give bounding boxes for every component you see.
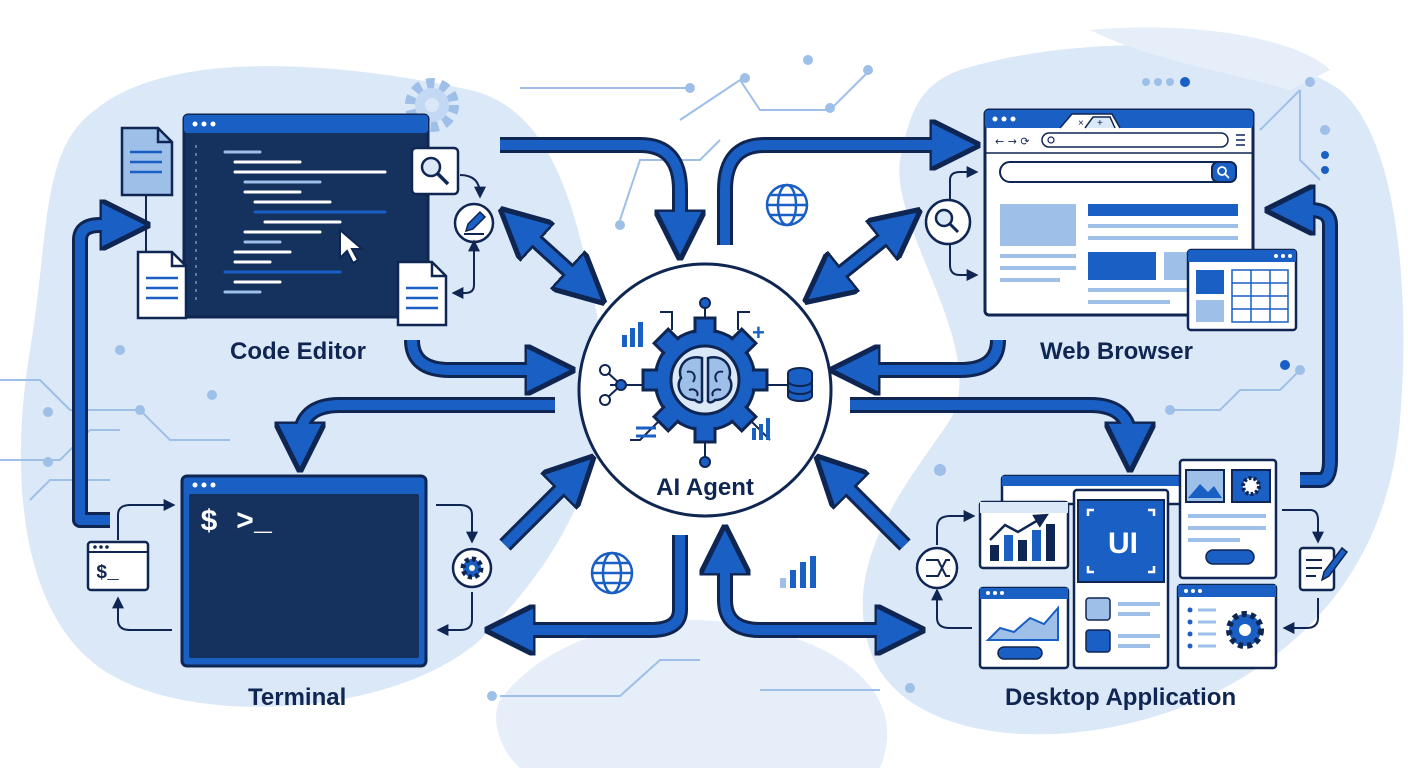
circuit-dots: [43, 55, 1330, 701]
agent-bar-icon: [622, 322, 643, 347]
ui-badge: UI: [1108, 527, 1138, 560]
agent-plus-icon: +: [752, 320, 765, 345]
web-browser-node[interactable]: × + ← → ⟳: [983, 108, 1255, 317]
agent-mini-bars-icon: [752, 418, 770, 440]
web-browser-label: Web Browser: [1040, 338, 1193, 365]
connector-arrows: [451, 174, 486, 299]
mini-terminal-prompt: $_: [96, 562, 119, 584]
connector-arrows: [112, 499, 478, 636]
gear-icon: [451, 547, 493, 589]
agent-node[interactable]: +: [577, 262, 833, 518]
mini-terminal-icon: [86, 540, 150, 592]
terminal-node[interactable]: [180, 474, 428, 668]
desktop-application-label: Desktop Application: [1005, 684, 1237, 711]
terminal-label: Terminal: [248, 684, 347, 711]
nav-buttons-icon: ← → ⟳: [995, 135, 1030, 148]
agent-database-icon: [787, 367, 813, 402]
code-lines: [223, 150, 387, 294]
bar-chart-icon: [780, 556, 816, 588]
ai-agent-label: AI Agent: [656, 474, 754, 501]
notes-icon: [1298, 546, 1349, 592]
circuit-lines: [0, 69, 1321, 697]
line-chart-window-icon[interactable]: [978, 500, 1070, 570]
document-icon: [396, 260, 448, 327]
flow-arrows: [72, 145, 1338, 630]
sync-icon: [915, 546, 959, 590]
globe-icon: [590, 551, 634, 595]
search-icon: [410, 146, 460, 196]
code-editor-node[interactable]: [182, 113, 430, 319]
connector-arrows: [949, 166, 979, 281]
document-icon: [120, 126, 174, 197]
list-settings-window-icon[interactable]: [1176, 583, 1278, 670]
spreadsheet-window-icon: [1186, 248, 1298, 332]
code-editor-label: Code Editor: [230, 338, 366, 365]
terminal-prompt: $ >_: [200, 506, 273, 540]
globe-icon: [765, 183, 809, 227]
tab-close-icon: ×: [1078, 118, 1084, 129]
cursor-icon: [339, 227, 365, 265]
document-icon: [136, 250, 188, 320]
edit-icon: [453, 202, 495, 244]
search-icon: [924, 198, 972, 246]
connector-arrows: [931, 509, 1324, 634]
agent-list-icon: [636, 426, 656, 438]
new-tab-icon: +: [1097, 118, 1103, 129]
agent-share-icon: [599, 364, 627, 406]
area-chart-window-icon[interactable]: [978, 586, 1070, 670]
ui-panel-icon[interactable]: [1072, 488, 1170, 670]
brain-gear-icon: [641, 316, 769, 444]
image-settings-window-icon[interactable]: [1178, 458, 1278, 580]
